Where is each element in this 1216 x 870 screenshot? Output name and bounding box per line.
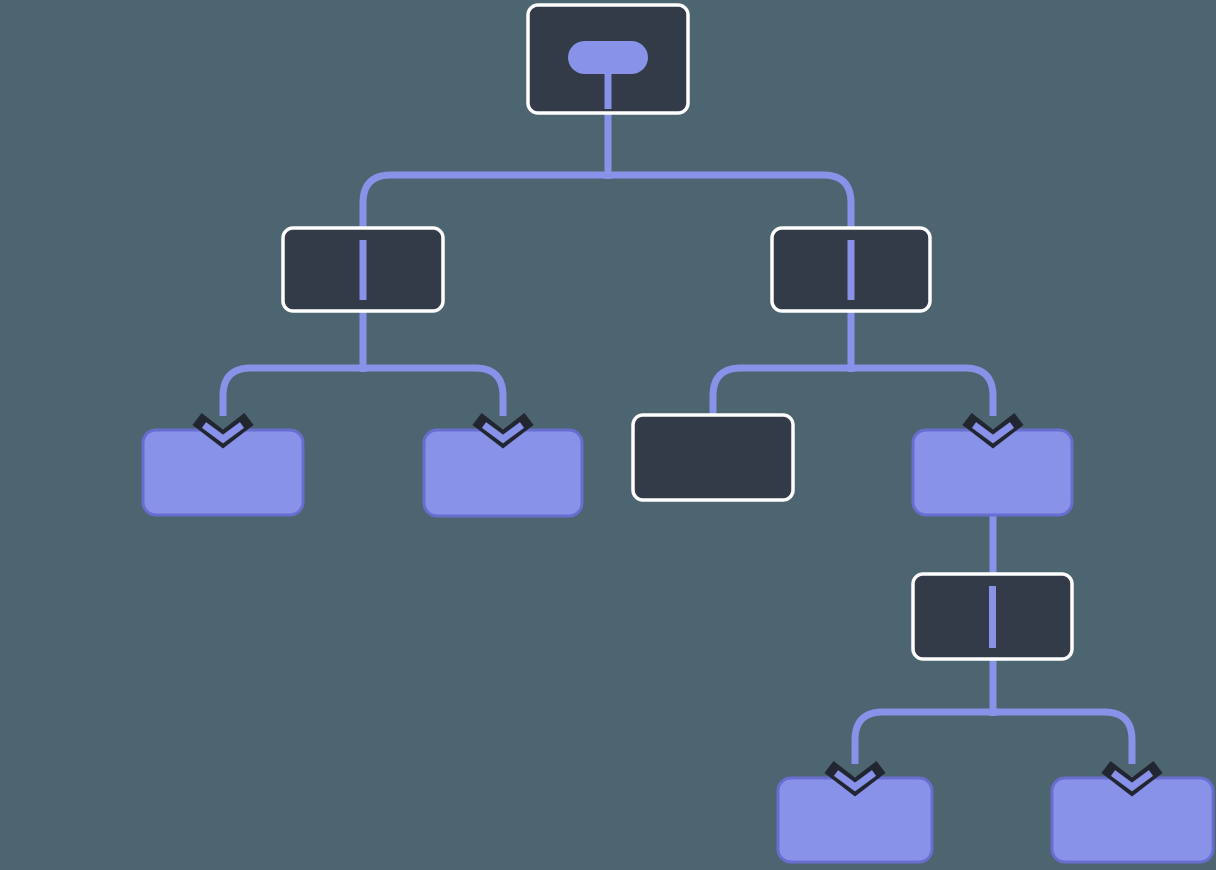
- arrowhead-inner-chevron: [971, 422, 1015, 444]
- branch-divider-line: [989, 586, 996, 648]
- start-pill-icon: [568, 41, 648, 74]
- connector-fork-right: [709, 364, 997, 416]
- branch-divider-line: [847, 240, 855, 300]
- start-pill-stem: [604, 69, 612, 109]
- arrowhead-icon: [962, 413, 1024, 449]
- connector-fork-bottom: [851, 708, 1136, 764]
- branch-divider-line: [359, 240, 367, 300]
- arrowhead-icon: [472, 413, 534, 449]
- arrowhead-inner-chevron: [201, 422, 245, 444]
- arrowhead-icon: [192, 413, 254, 449]
- arrowhead-icon: [824, 761, 886, 797]
- arrowhead-inner-chevron: [1110, 770, 1154, 792]
- arrowhead-inner-chevron: [833, 770, 877, 792]
- arrowhead-icon: [1101, 761, 1163, 797]
- arrowhead-inner-chevron: [481, 422, 525, 444]
- node-task-dark[interactable]: [631, 413, 795, 502]
- connector-fork-top: [359, 171, 855, 231]
- connector-fork-left: [219, 364, 507, 416]
